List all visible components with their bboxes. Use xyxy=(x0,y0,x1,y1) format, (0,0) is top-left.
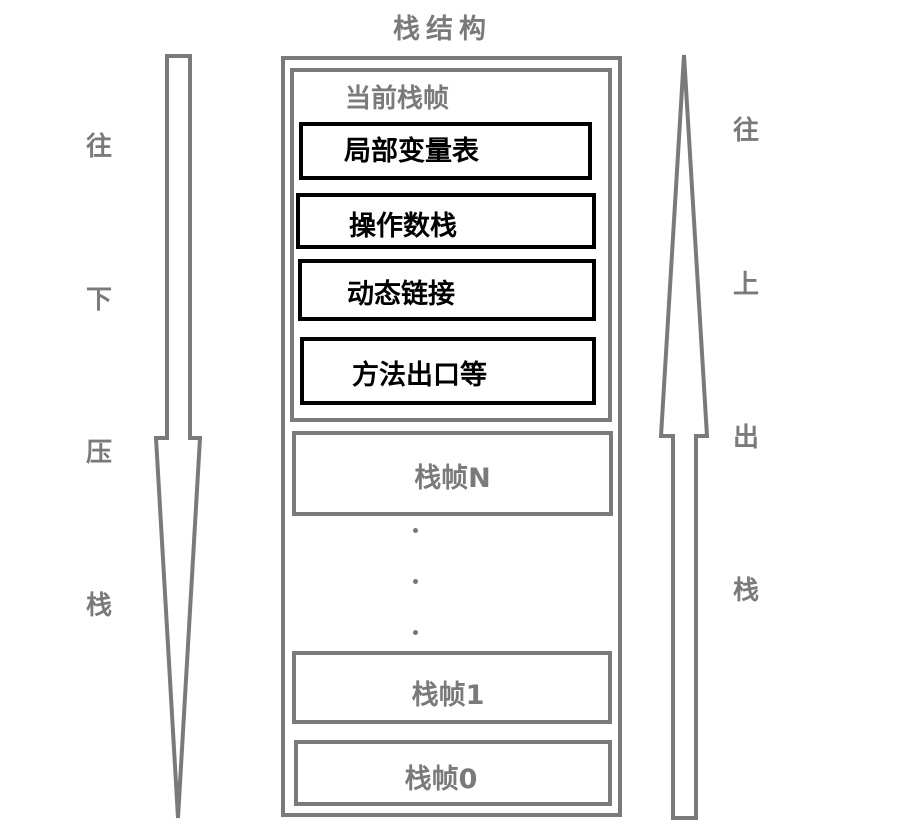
frame-0-box: 栈帧0 xyxy=(294,740,612,806)
local-variable-table-box xyxy=(299,122,592,180)
separator-dot-2 xyxy=(413,579,418,584)
local-variable-table-label: 局部变量表 xyxy=(344,136,479,167)
up-arrow xyxy=(658,54,710,820)
dynamic-linking-label: 动态链接 xyxy=(347,279,455,310)
components-ellipsis: ...... xyxy=(410,390,453,409)
frame-0-label: 栈帧0 xyxy=(404,764,478,795)
pop-char-2: 上 xyxy=(733,270,760,300)
frame-1-label: 栈帧1 xyxy=(411,680,485,711)
operand-stack-box xyxy=(296,193,596,249)
method-exit-box xyxy=(300,337,596,405)
push-char-3: 压 xyxy=(86,438,113,468)
pop-char-3: 出 xyxy=(733,423,760,453)
pop-char-1: 往 xyxy=(733,116,760,146)
push-char-2: 下 xyxy=(86,285,113,315)
diagram-title: 栈结构 xyxy=(393,14,492,45)
dynamic-linking-box xyxy=(298,259,596,321)
pop-char-4: 栈 xyxy=(733,576,760,606)
separator-dot-3 xyxy=(413,630,418,635)
current-frame-label: 当前栈帧 xyxy=(345,84,450,114)
separator-dot-1 xyxy=(413,528,418,533)
stack-container xyxy=(281,56,622,817)
operand-stack-label: 操作数栈 xyxy=(349,211,457,242)
push-char-1: 往 xyxy=(86,132,113,162)
method-exit-label: 方法出口等 xyxy=(352,360,487,391)
current-frame-box xyxy=(290,68,612,422)
frame-1-box: 栈帧1 xyxy=(292,651,612,724)
down-arrow xyxy=(153,54,203,819)
frame-n-box: 栈帧N xyxy=(292,431,613,516)
frame-n-label: 栈帧N xyxy=(414,463,491,494)
push-char-4: 栈 xyxy=(86,591,113,621)
